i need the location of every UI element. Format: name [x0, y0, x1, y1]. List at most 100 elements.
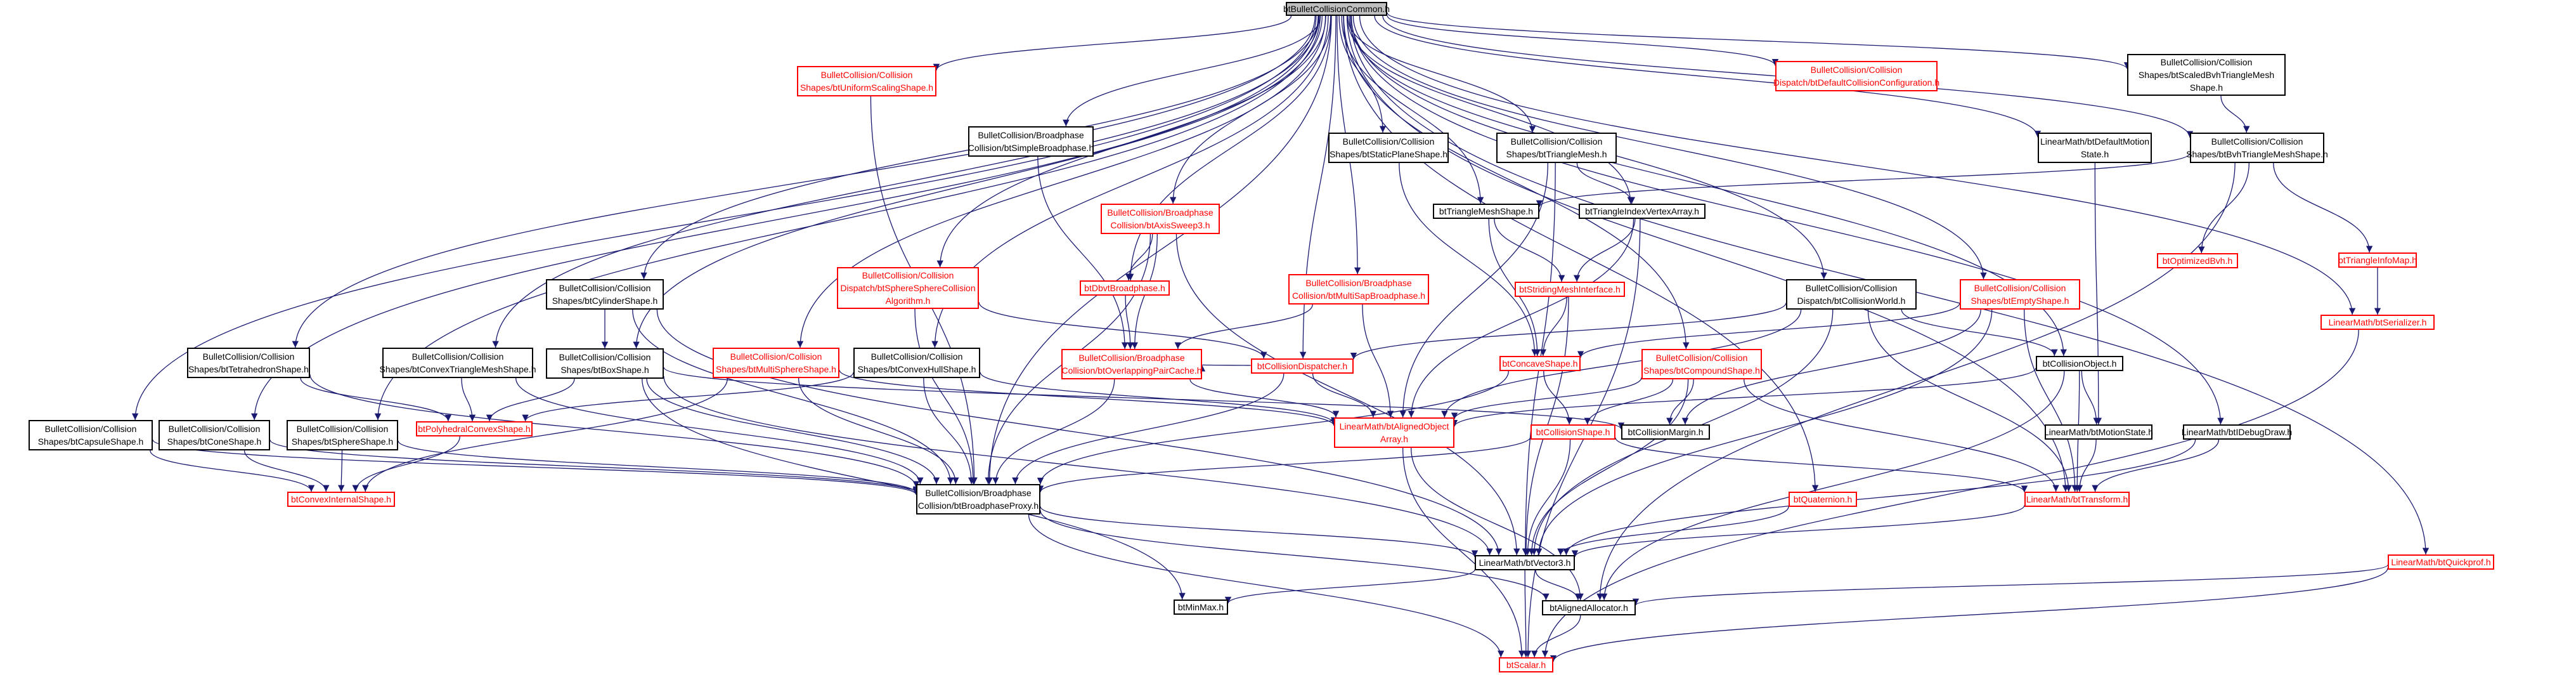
node-serializer[interactable]: LinearMath/btSerializer.h — [2320, 315, 2435, 330]
edge-root-to-capsule — [132, 15, 1317, 421]
edge-convextri-to-bproxy — [515, 377, 924, 485]
node-uniform[interactable]: BulletCollision/Collision Shapes/btUnifo… — [797, 66, 936, 96]
node-collobj[interactable]: btCollisionObject.h — [2036, 356, 2123, 371]
edge-root-to-trivertex — [1346, 15, 1634, 204]
node-empty[interactable]: BulletCollision/Collision Shapes/btEmpty… — [1960, 279, 2080, 310]
edge-collworld-to-transform — [1867, 309, 2072, 492]
edge-stridingmesh-to-concave — [1539, 296, 1567, 357]
node-quickprof[interactable]: LinearMath/btQuickprof.h — [2388, 554, 2494, 570]
edge-collworld-to-collobj — [1901, 309, 2058, 357]
node-cone[interactable]: BulletCollision/Collision Shapes/btConeS… — [159, 420, 270, 450]
edge-trimeshshape-to-concave — [1488, 218, 1541, 357]
node-scaledbvh[interactable]: BulletCollision/Collision Shapes/btScale… — [2127, 54, 2286, 96]
edge-root-to-multisphere — [796, 15, 1326, 348]
node-collworld[interactable]: BulletCollision/Collision Dispatch/btCol… — [1786, 279, 1917, 310]
edge-colldispatcher-to-alignedobj — [1312, 373, 1377, 418]
node-simplebp[interactable]: BulletCollision/Broadphase Collision/btS… — [968, 126, 1094, 157]
edge-sphsph-to-bproxy — [914, 308, 977, 485]
node-collmargin[interactable]: btCollisionMargin.h — [1621, 424, 1710, 440]
node-multisphere[interactable]: BulletCollision/Collision Shapes/btMulti… — [713, 348, 839, 378]
edge-bproxy-to-vector3 — [1040, 506, 1479, 558]
node-transform[interactable]: LinearMath/btTransform.h — [2024, 492, 2130, 507]
node-sphere[interactable]: BulletCollision/Collision Shapes/btSpher… — [287, 420, 398, 450]
edge-serializer-to-scalar — [1541, 329, 2359, 658]
edge-root-to-debugdraw — [1350, 15, 2224, 425]
node-overlapping[interactable]: BulletCollision/Broadphase Collision/btO… — [1061, 349, 1202, 379]
node-trimesh[interactable]: BulletCollision/Collision Shapes/btTrian… — [1496, 133, 1617, 163]
node-trimeshshape[interactable]: btTriangleMeshShape.h — [1433, 204, 1539, 219]
edge-root-to-convexhull — [931, 15, 1329, 348]
node-capsule[interactable]: BulletCollision/Collision Shapes/btCapsu… — [29, 420, 153, 450]
node-defcoll[interactable]: BulletCollision/Collision Dispatch/btDef… — [1773, 61, 1939, 91]
node-alignedobj[interactable]: LinearMath/btAlignedObject Array.h — [1334, 417, 1454, 448]
node-minmax[interactable]: btMinMax.h — [1174, 600, 1228, 615]
node-trivertex[interactable]: btTriangleIndexVertexArray.h — [1579, 204, 1705, 219]
edge-alignedobj-to-scalar — [1402, 447, 1525, 658]
edge-simplebp-to-overlapping — [1037, 156, 1129, 350]
node-stridingmesh[interactable]: btStridingMeshInterface.h — [1515, 282, 1625, 297]
node-motionstate[interactable]: LinearMath/btMotionState.h — [2044, 424, 2153, 440]
edge-box-to-collmargin — [663, 367, 1624, 429]
edge-root-to-simplebp — [1063, 15, 1321, 127]
node-concave[interactable]: btConcaveShape.h — [1499, 356, 1581, 371]
node-dbvtbp[interactable]: btDbvtBroadphase.h — [1080, 280, 1170, 296]
edge-trimesh-to-alignedobj — [1399, 162, 1548, 418]
edge-axis-to-dbvtbp — [1125, 233, 1153, 281]
node-convextri[interactable]: BulletCollision/Collision Shapes/btConve… — [380, 348, 536, 378]
edge-root-to-colldispatcher — [1299, 15, 1337, 359]
edge-tetra-to-polyhedral — [300, 377, 452, 422]
edge-compound-to-transform — [1744, 379, 2059, 492]
edge-root-to-trimesh — [1347, 15, 1536, 133]
node-staticplane[interactable]: BulletCollision/Collision Shapes/btStati… — [1328, 133, 1449, 163]
node-triinfo[interactable]: btTriangleInfoMap.h — [2338, 252, 2417, 268]
node-tetra[interactable]: BulletCollision/Collision Shapes/btTetra… — [187, 348, 310, 378]
edge-root-to-quaternion — [1343, 15, 1819, 492]
edge-empty-to-transform — [2024, 309, 2078, 492]
node-alignedalloc[interactable]: btAlignedAllocator.h — [1542, 600, 1636, 615]
node-debugdraw[interactable]: LinearMath/btIDebugDraw.h — [2182, 424, 2292, 440]
node-convexinternal[interactable]: btConvexInternalShape.h — [287, 492, 395, 507]
node-optbvh[interactable]: btOptimizedBvh.h — [2157, 253, 2238, 268]
edge-trimeshshape-to-stridingmesh — [1494, 218, 1565, 282]
node-collshape[interactable]: btCollisionShape.h — [1531, 424, 1615, 440]
node-convexhull[interactable]: BulletCollision/Collision Shapes/btConve… — [853, 348, 980, 378]
node-colldispatcher[interactable]: btCollisionDispatcher.h — [1251, 358, 1354, 374]
node-quaternion[interactable]: btQuaternion.h — [1789, 492, 1857, 507]
node-axis[interactable]: BulletCollision/Broadphase Collision/btA… — [1101, 204, 1220, 234]
edge-dbvtbp-to-overlapping — [1125, 295, 1134, 350]
edge-compound-to-collmargin — [1666, 379, 1694, 425]
node-box[interactable]: BulletCollision/Collision Shapes/btBoxSh… — [546, 348, 664, 379]
edge-alignedalloc-to-scalar — [1531, 615, 1581, 658]
edge-multisphere-to-alignedobj — [839, 370, 1338, 426]
edge-collshape-to-vector3 — [1524, 439, 1571, 556]
node-compound[interactable]: BulletCollision/Collision Shapes/btCompo… — [1641, 349, 1762, 379]
edge-trimesh-to-trivertex — [1576, 162, 1635, 204]
edge-bproxy-to-scalar — [1028, 514, 1505, 658]
node-vector3[interactable]: LinearMath/btVector3.h — [1475, 555, 1575, 570]
edge-root-to-defmotion — [1374, 15, 2042, 138]
edge-root-to-staticplane — [1338, 15, 1387, 133]
edge-empty-to-vector3 — [1535, 309, 1993, 556]
edge-bvhtri-to-trimeshshape — [1536, 153, 2191, 207]
node-bproxy[interactable]: BulletCollision/Broadphase Collision/btB… — [916, 484, 1040, 514]
edge-cone-to-convexinternal — [243, 450, 330, 492]
node-defmotion[interactable]: LinearMath/btDefaultMotion State.h — [2038, 133, 2152, 163]
node-multisap[interactable]: BulletCollision/Broadphase Collision/btM… — [1288, 274, 1429, 305]
node-cylinder[interactable]: BulletCollision/Collision Shapes/btCylin… — [546, 279, 664, 310]
node-scalar[interactable]: btScalar.h — [1499, 657, 1553, 672]
edge-empty-to-collmargin — [1681, 309, 1981, 425]
edge-root-to-cone — [251, 15, 1319, 421]
node-sphsph[interactable]: BulletCollision/Collision Dispatch/btSph… — [837, 267, 979, 309]
node-polyhedral[interactable]: btPolyhedralConvexShape.h — [416, 421, 533, 436]
node-root[interactable]: btBulletCollisionCommon.h — [1283, 2, 1390, 16]
edge-root-to-sphere — [374, 15, 1321, 421]
edge-root-to-empty — [1352, 15, 1987, 280]
node-bvhtri[interactable]: BulletCollision/Collision Shapes/btBvhTr… — [2186, 133, 2328, 163]
edge-compound-to-alignedobj — [1451, 377, 1642, 420]
edge-bvhtri-to-triinfo — [2273, 162, 2373, 253]
edge-collobj-to-alignedalloc — [1600, 370, 2065, 601]
edge-collshape-to-bproxy — [1037, 436, 1531, 493]
edge-collworld-to-colldispatcher — [1350, 303, 1787, 360]
